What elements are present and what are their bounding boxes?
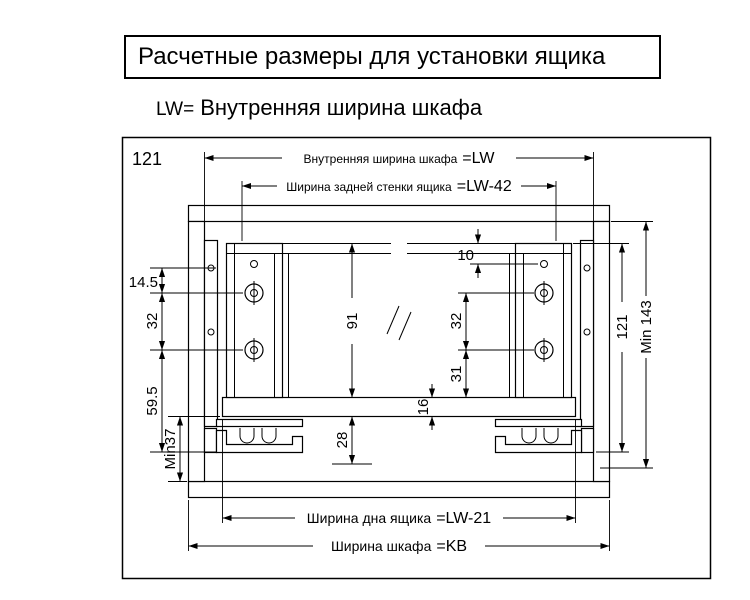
subtitle-variable: LW= bbox=[156, 99, 195, 120]
cabinet-width-label: Ширина шкафа bbox=[331, 538, 432, 554]
subtitle-label: Внутренняя ширина шкафа bbox=[200, 95, 483, 120]
dims-left: 14.5 32 59.5 Min37 bbox=[129, 267, 243, 482]
dim-bottom-width-text: Ширина дна ящика=LW-21 bbox=[307, 510, 491, 527]
dim-left-hole-offset: 14.5 bbox=[129, 274, 158, 291]
subtitle: LW= Внутренняя ширина шкафа bbox=[156, 95, 482, 121]
inner-width-value: =LW bbox=[462, 150, 495, 167]
cabinet-width-value: =KB bbox=[436, 538, 467, 555]
drawer-bottom-panel bbox=[221, 396, 577, 418]
dim-back-width: Ширина задней стенки ящика =LW-42 bbox=[241, 178, 557, 241]
cabinet-left-wall bbox=[187, 220, 206, 483]
dim-left-to-runner: 59.5 bbox=[144, 386, 161, 415]
cabinet-top-panel bbox=[187, 204, 611, 223]
cabinet-right-wall bbox=[592, 220, 611, 483]
drawing-number: 121 bbox=[132, 149, 162, 169]
dims-center: 91 28 16 bbox=[332, 243, 436, 465]
cabinet-carcass bbox=[187, 204, 611, 499]
cabinet-bottom-panel bbox=[187, 480, 611, 499]
break-mark bbox=[386, 305, 400, 335]
dim-under-bottom: 28 bbox=[334, 432, 351, 449]
dim-bottom-thickness: 16 bbox=[415, 399, 432, 416]
dim-bottom-width: Ширина дна ящика=LW-21 bbox=[222, 420, 576, 527]
dims-right-inner: 10 32 31 bbox=[448, 229, 538, 398]
dim-inner-width-text: Внутренняя ширина шкафа =LW bbox=[304, 150, 496, 167]
dim-side-height: 121 bbox=[614, 314, 631, 339]
back-width-value: =LW-42 bbox=[457, 178, 512, 195]
dim-cabinet-width-text: Ширина шкафа=KB bbox=[331, 538, 467, 555]
dim-min-total-height: Min 143 bbox=[638, 300, 655, 353]
title-box: Расчетные размеры для установки ящика bbox=[124, 35, 661, 79]
inner-width-label: Внутренняя ширина шкафа bbox=[304, 152, 458, 166]
dim-right-top-hole: 10 bbox=[457, 247, 474, 264]
dim-inner-width: Внутренняя ширина шкафа =LW bbox=[204, 150, 594, 238]
break-mark bbox=[398, 311, 412, 341]
dim-left-min-clearance: Min37 bbox=[162, 429, 179, 470]
bottom-width-label: Ширина дна ящика bbox=[307, 510, 432, 526]
dim-right-lower-span: 31 bbox=[448, 366, 465, 383]
dim-left-hole-pitch: 32 bbox=[144, 313, 161, 330]
bottom-width-value: =LW-21 bbox=[436, 510, 491, 527]
dim-back-height: 91 bbox=[344, 313, 361, 330]
back-width-label: Ширина задней стенки ящика bbox=[286, 180, 452, 194]
dim-right-hole-pitch: 32 bbox=[448, 313, 465, 330]
dims-right: 121 Min 143 bbox=[573, 221, 655, 469]
page-title: Расчетные размеры для установки ящика bbox=[138, 43, 606, 70]
dim-cabinet-width: Ширина шкафа=KB bbox=[188, 500, 610, 555]
dim-back-width-text: Ширина задней стенки ящика =LW-42 bbox=[286, 178, 512, 195]
